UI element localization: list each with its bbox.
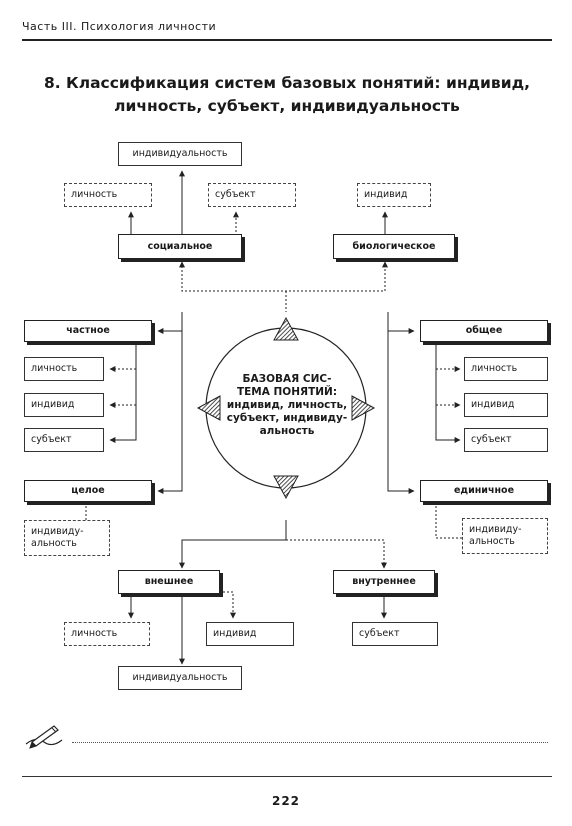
page-number: 222	[271, 794, 301, 808]
box-external: внешнее	[118, 570, 220, 594]
box-left-individual: индивид	[24, 393, 104, 417]
notes-line	[72, 742, 548, 743]
header-rule	[22, 39, 552, 41]
box-left-individuality: индивиду- альность	[24, 520, 110, 556]
box-left-subject: субъект	[24, 428, 104, 452]
footer-rule	[22, 776, 552, 777]
triangle-top	[273, 316, 299, 341]
box-right-personality: личность	[464, 357, 548, 381]
box-single: единичное	[420, 480, 548, 502]
box-biological: биологическое	[333, 234, 455, 259]
page-title: 8. Классификация систем базовых понятий:…	[22, 72, 552, 118]
box-whole: целое	[24, 480, 152, 502]
box-top-individual: индивид	[357, 183, 431, 207]
box-social: социальное	[118, 234, 242, 259]
box-top-individuality: индивидуальность	[118, 142, 242, 166]
center-line-2: ТЕМА ПОНЯТИЙ:	[236, 386, 338, 398]
left-individuality-line-1: индивиду-	[31, 526, 84, 537]
center-line-1: БАЗОВАЯ СИС-	[242, 373, 332, 385]
box-bottom-individual: индивид	[206, 622, 294, 646]
box-left-personality: личность	[24, 357, 104, 381]
box-general: общее	[420, 320, 548, 342]
running-header: Часть III. Психология личности	[22, 20, 217, 33]
center-line-5: альность	[259, 425, 315, 437]
right-individuality-line-1: индивиду-	[469, 524, 522, 535]
left-connectors	[85, 312, 183, 541]
box-right-subject: субъект	[464, 428, 548, 452]
box-internal: внутреннее	[333, 570, 435, 594]
title-line-1: 8. Классификация систем базовых понятий:…	[43, 74, 530, 92]
box-particular: частное	[24, 320, 152, 342]
center-line-3: индивид, личность,	[226, 399, 348, 411]
pen-writing-icon	[25, 725, 63, 749]
right-individuality-line-2: альность	[469, 536, 515, 547]
box-bottom-individuality: индивидуальность	[118, 666, 242, 690]
triangle-right	[351, 395, 376, 421]
left-individuality-line-2: альность	[31, 538, 77, 549]
title-line-2: личность, субъект, индивидуальность	[114, 97, 460, 115]
box-top-personality: личность	[64, 183, 152, 207]
central-concept-text: БАЗОВАЯ СИС- ТЕМА ПОНЯТИЙ: индивид, личн…	[214, 373, 360, 438]
triangle-left	[196, 395, 221, 421]
right-connectors	[387, 312, 462, 539]
box-bottom-personality: личность	[64, 622, 150, 646]
box-right-individuality: индивиду- альность	[462, 518, 548, 554]
center-line-4: субъект, индивиду-	[226, 412, 348, 424]
triangle-bottom	[273, 475, 299, 500]
box-top-subject: субъект	[208, 183, 296, 207]
box-right-individual: индивид	[464, 393, 548, 417]
box-bottom-subject: субъект	[352, 622, 438, 646]
